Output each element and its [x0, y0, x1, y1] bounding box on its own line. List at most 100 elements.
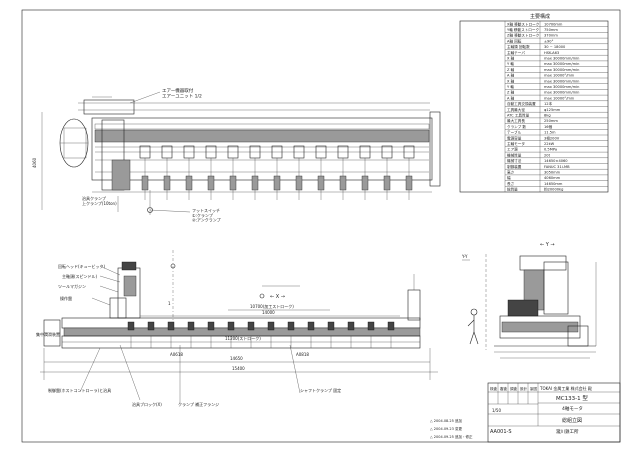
spec-value: 250mm: [544, 119, 558, 123]
axis-x: ← X →: [270, 294, 285, 300]
side-label-4: 操作盤: [60, 295, 72, 301]
tb-rev1: △ 2004.08.25 追加: [430, 418, 462, 423]
plan-view: エアー機器取付エアーユニット 1/2 4060 治具クランプ上クランプ(10to…: [32, 87, 441, 223]
spec-key: Z軸 移動ストローク: [507, 33, 540, 38]
clamp-side: [167, 321, 175, 331]
spec-value: max 10000°/min: [544, 74, 574, 78]
spec-value: ±90°: [544, 39, 554, 43]
clamp-side: [227, 321, 235, 331]
spec-value: 3050mm: [544, 170, 561, 174]
bed-side: [61, 317, 421, 329]
clamp-side: [247, 321, 255, 331]
end-view: ← Y → Y-Y: [461, 242, 597, 359]
side-elevation: 1 回転ヘッド(キュービック) 主軸頭(スピンドル) ツールマガジン 操作盤 集…: [36, 250, 438, 407]
tb-view: 総組立図: [562, 417, 582, 424]
spec-value: max 30000mm/min: [544, 56, 579, 60]
spec-key: 工具最大径: [507, 107, 525, 112]
spec-key: X 軸: [507, 55, 515, 60]
spec-value: 30 ~ 18000: [544, 45, 566, 49]
spec-key: Z 軸: [507, 90, 515, 95]
spec-value: 10700mm: [544, 22, 563, 26]
tb-hdr-cell: 設計: [520, 386, 528, 391]
spec-key: ATC 工具質量: [507, 112, 530, 117]
spec-value: max 30000mm/min: [544, 68, 579, 72]
spec-value: 4060mm: [544, 176, 561, 180]
tag-a: A0618: [170, 352, 183, 357]
tb-model: MC133-1 型: [556, 394, 588, 402]
spec-key: 制御装置: [507, 164, 522, 169]
spec-key: Y 軸: [507, 61, 514, 66]
clamp-side: [367, 321, 375, 331]
spec-value: 12本: [544, 101, 553, 106]
spec-value: 11.5m: [544, 131, 556, 135]
spec-value: 22kW: [544, 142, 555, 146]
tag-b: A0818: [296, 352, 309, 357]
tb-hdr-cell: 審査: [500, 386, 508, 391]
spec-value: 750mm: [544, 28, 558, 32]
spec-key: 主軸モータ: [507, 141, 525, 146]
spec-key: エア源: [507, 147, 518, 152]
clamp-side: [287, 321, 295, 331]
spec-key: 最大工具長: [507, 118, 525, 123]
sheet-border: [21, 9, 621, 443]
side-label-5: 集中潤滑装置: [36, 331, 60, 337]
bottom-label-2: クランプ 補正フランジ: [178, 401, 219, 407]
dim-mid3: 14000: [262, 310, 275, 315]
clamp-side: [267, 321, 275, 331]
spec-key: A軸 回転: [507, 38, 522, 43]
tb-desc: 4軸モータ: [562, 405, 583, 412]
spec-key: テーブル: [507, 130, 522, 135]
clamp-side: [327, 321, 335, 331]
axis-y: ← Y →: [540, 242, 555, 248]
spec-value: 370mm: [544, 34, 558, 38]
spec-value: φ125mm: [544, 108, 561, 112]
clamp-side: [147, 321, 155, 331]
dim-left: 4060: [32, 157, 37, 168]
bottom-label-1: 治具ブロック(X): [132, 401, 162, 407]
side-label-1: 回転ヘッド(キュービック): [58, 263, 106, 269]
bottom-label-3: シャフトクランプ 固定: [300, 387, 341, 393]
tb-hdr-cell: 調査: [510, 386, 518, 391]
spec-key: 機械寸法: [507, 158, 522, 163]
spec-value: max 30000mm/min: [544, 85, 579, 89]
bed-outline: [91, 117, 433, 181]
spec-key: 自動工具交換装置: [507, 101, 536, 106]
svg-text:1: 1: [168, 301, 171, 306]
dim-mid1: 10700(加工ストローク): [250, 303, 294, 309]
spec-value: max 30000mm/min: [544, 62, 579, 66]
spec-key: 主軸頭 回転数: [507, 44, 530, 49]
tb-rev3: △ 2004.09.25 追加・修正: [430, 434, 473, 439]
dim-overall2: 15400: [232, 366, 245, 371]
view-yy: Y-Y: [461, 254, 468, 259]
operator-figure: [470, 308, 478, 316]
spec-value: 8kg: [544, 113, 551, 117]
side-label-2: 主軸頭(スピンドル): [62, 273, 98, 279]
spec-value: max 10000°/min: [544, 96, 574, 100]
spec-value: 約20000kg: [544, 187, 563, 192]
tb-hdr-cell: 検査: [490, 386, 498, 391]
spec-key: 総質量: [507, 187, 518, 192]
tb-hdr-cell: 製図: [530, 386, 538, 391]
side-label-3: ツールマガジン: [58, 283, 86, 289]
spec-value: 16個: [544, 124, 553, 129]
spec-key: 長さ: [507, 181, 515, 186]
spec-value: FANUC 31i-MB: [544, 165, 570, 169]
callout-air: エアー機器取付エアーユニット 1/2: [162, 87, 202, 99]
spec-value: 0.5MPa: [544, 148, 557, 152]
spec-key: X軸 移動ストローク: [507, 21, 540, 26]
clamp-side: [207, 321, 215, 331]
spec-value: 14650×4060: [544, 159, 568, 163]
spec-key: 電源容量: [507, 135, 522, 140]
spec-value: max 30000mm/min: [544, 91, 579, 95]
spec-value: 3相200V: [544, 135, 560, 140]
spec-key: 高さ: [507, 169, 515, 174]
dim-mid2: 11200(ストローク): [225, 335, 261, 341]
spec-key: A 軸: [507, 73, 515, 78]
clamp-side: [347, 321, 355, 331]
spec-value: HSK-A63: [544, 51, 559, 55]
spec-key: X 軸: [507, 78, 515, 83]
clamp-side: [387, 321, 395, 331]
spec-key: Z 軸: [507, 67, 515, 72]
